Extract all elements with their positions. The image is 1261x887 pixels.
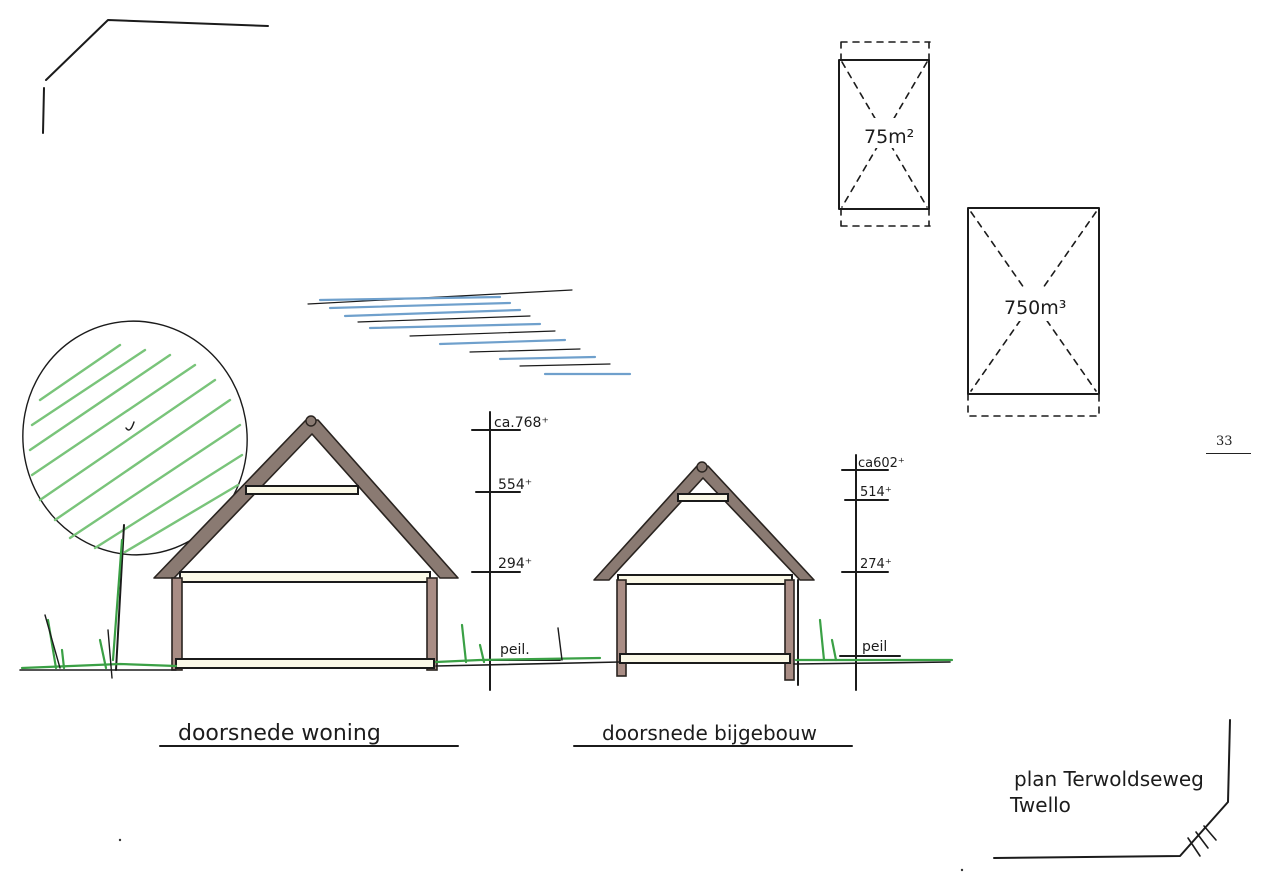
house-level-top: ca.768⁺ [494,415,549,431]
tree [22,320,248,671]
corner-mark-top-left [42,19,269,134]
page-number: 33 [1206,434,1251,454]
house-level-mid: 294⁺ [498,556,532,572]
house-section-title: doorsnede woning [178,721,381,746]
area-label: 75m² [864,126,914,148]
annex-section-title: doorsnede bijgebouw [602,721,817,745]
ground-line [19,614,954,679]
annex-section: ca602⁺ 514⁺ 274⁺ peil [593,454,905,691]
plan-name: plan Terwoldseweg [1014,767,1204,791]
plan-location: Twello [1009,793,1071,817]
title-block: plan Terwoldseweg Twello [993,719,1231,859]
volume-box-large: 750m³ [967,207,1100,417]
house-level-upper: 554⁺ [498,477,532,493]
area-box-small: 75m² [838,41,931,227]
annex-level-top: ca602⁺ [858,456,905,471]
house-section: ca.768⁺ 554⁺ 294⁺ peil. [153,411,561,691]
annex-level-ground: peil [862,639,887,655]
house-level-ground: peil. [500,642,530,658]
volume-label: 750m³ [1004,297,1066,319]
sky-hatching [307,289,632,376]
section-titles: doorsnede woning doorsnede bijgebouw [159,721,853,747]
annex-level-mid: 274⁺ [860,557,892,572]
annex-level-upper: 514⁺ [860,485,892,500]
